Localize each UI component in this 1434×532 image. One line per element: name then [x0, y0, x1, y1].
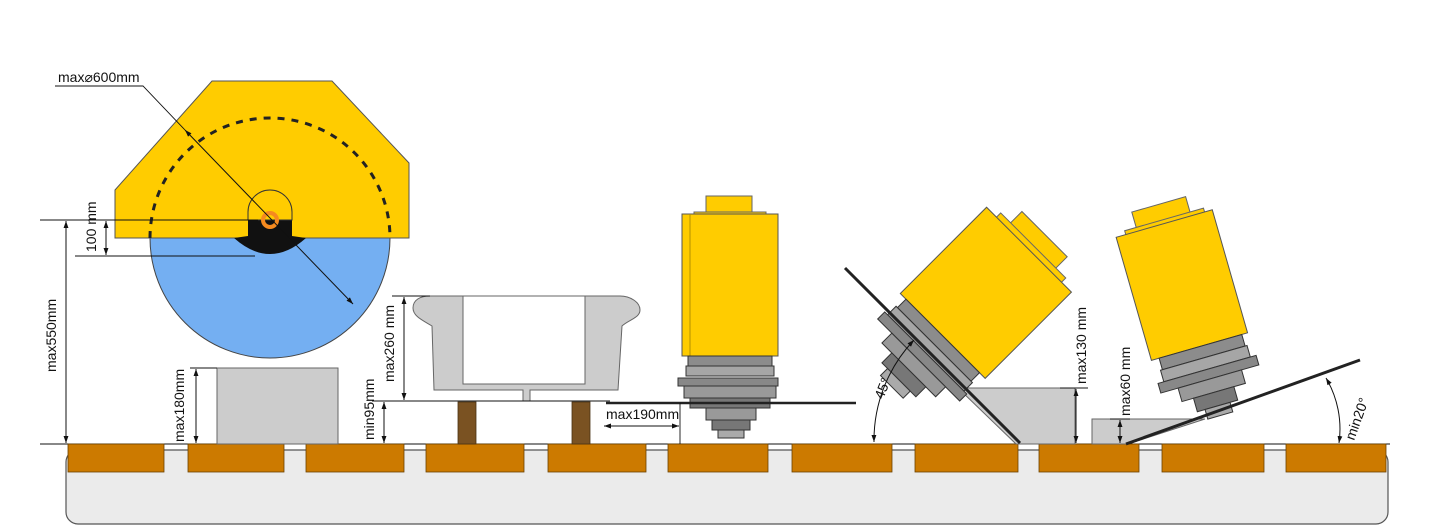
slat	[1161, 443, 1265, 473]
label-hub-depth: 100 mm	[83, 201, 99, 252]
blade-dashed-outline	[148, 116, 392, 239]
tilted-blade-20	[1125, 358, 1361, 446]
saw-blade-assembly: max⌀600mm	[55, 69, 410, 359]
label-angle-min20: min20°	[1342, 395, 1372, 442]
tilted-spindle-head-20: max60 mm min20°	[1091, 195, 1372, 446]
label-tilt-height-small: max60 mm	[1117, 347, 1133, 416]
label-sink-height: max260 mm	[381, 305, 397, 382]
slat	[187, 443, 285, 473]
label-min-lift: min95mm	[361, 379, 377, 440]
dim-arc-min20	[1325, 377, 1343, 444]
saw-height-dimensions: 100 mm max550mm	[40, 201, 258, 443]
slat	[1285, 443, 1387, 473]
tilted-head-45-body	[876, 206, 1073, 402]
slat	[305, 443, 405, 473]
slat	[791, 443, 893, 473]
spindle-motor-cap	[705, 195, 753, 215]
block-workpiece	[216, 367, 339, 445]
slat	[667, 443, 769, 473]
bed-slats	[67, 443, 1387, 473]
slat	[67, 443, 165, 473]
slat	[914, 443, 1019, 473]
sink-support-right	[571, 401, 591, 445]
tilted-head-20-body	[1115, 195, 1260, 420]
sink-workpiece-group: max260 mm min95mm	[361, 295, 641, 445]
spindle-motor-body	[681, 213, 779, 357]
slat	[1038, 443, 1140, 473]
label-blade-diameter: max⌀600mm	[58, 69, 140, 85]
slat	[547, 443, 647, 473]
dim-arc-45	[871, 339, 915, 443]
spindle-housing	[677, 355, 779, 439]
tilted-spindle-head-45: 45° max130 mm	[843, 206, 1089, 445]
tilted-workpiece-45	[956, 387, 1076, 445]
slat	[425, 443, 525, 473]
label-overhang: max190mm	[606, 406, 679, 422]
vertical-spindle-head: max190mm	[604, 195, 856, 444]
machine-bed	[40, 443, 1390, 525]
label-tilt-height: max130 mm	[1073, 307, 1089, 384]
block-workpiece-group: max180mm	[171, 367, 339, 445]
sink-workpiece	[412, 295, 641, 402]
sink-support-left	[457, 401, 477, 445]
label-block-height: max180mm	[171, 369, 187, 442]
blade-diameter-line	[184, 129, 354, 305]
tilted-blade-45	[843, 266, 1022, 445]
blade-diameter-leader	[55, 85, 186, 131]
label-max-height: max550mm	[43, 299, 59, 372]
label-angle-45: 45°	[871, 375, 894, 401]
